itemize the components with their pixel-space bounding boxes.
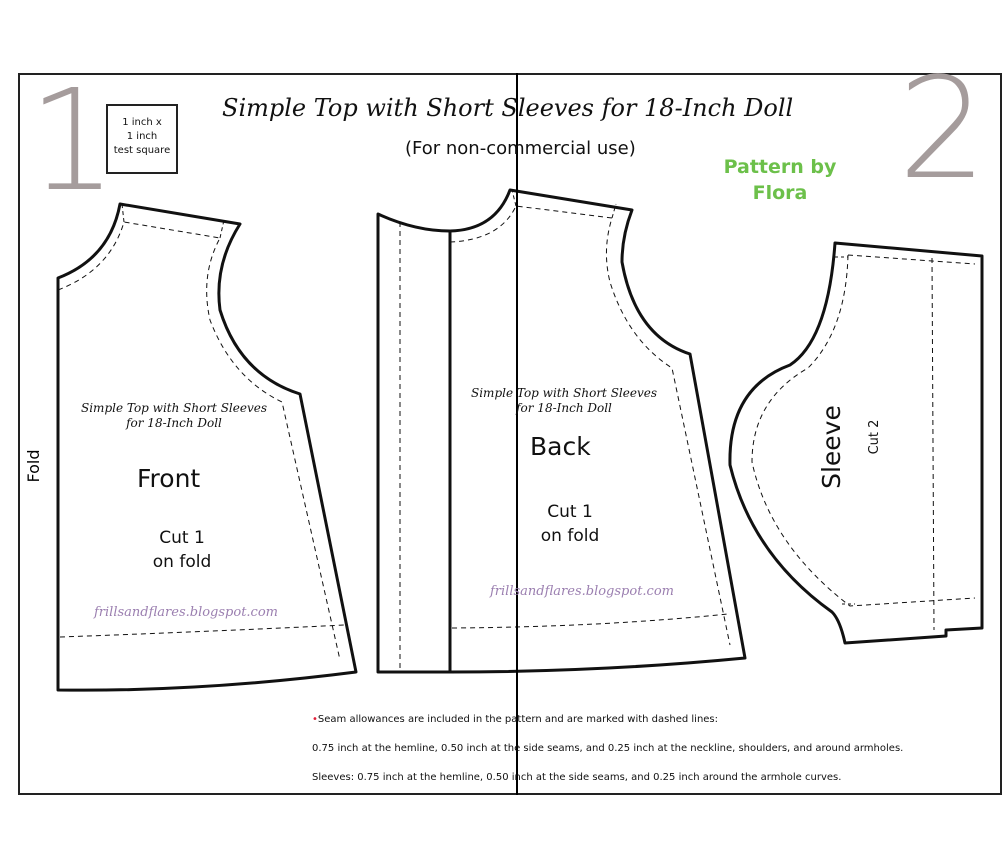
pattern-subtitle: (For non-commercial use) (405, 138, 636, 159)
test-square-line-2: 1 inch (126, 131, 158, 142)
notes-bullet: • (312, 714, 318, 725)
back-piece-name: Back (530, 432, 591, 461)
sleeve-seam-line (751, 254, 976, 607)
page-border (18, 73, 1002, 795)
front-cut-line-2: on fold (152, 552, 212, 572)
back-piece-outline (376, 188, 747, 674)
front-blog-watermark: frillsandflares.blogspot.com (94, 605, 278, 620)
notes-line-1-text: Seam allowances are included in the patt… (317, 714, 719, 725)
page-number-2: 2 (898, 48, 988, 211)
front-piece-outline (56, 202, 358, 692)
credit-line-1: Pattern by (723, 156, 837, 178)
notes-line-2: 0.75 inch at the hemline, 0.50 inch at t… (312, 743, 904, 754)
sleeve-cut-instructions: Cut 2 (867, 419, 882, 455)
test-square-line-3: test square (113, 145, 171, 156)
test-square: 1 inch x 1 inch test square (106, 104, 178, 174)
front-piece-name: Front (137, 464, 201, 493)
page-divider-line (516, 73, 518, 795)
front-piece-title: Simple Top with Short Sleeves for 18-Inc… (62, 401, 286, 431)
back-cut-line-2: on fold (540, 526, 600, 546)
fold-label: Fold (24, 449, 43, 483)
notes-line-1: •Seam allowances are included in the pat… (312, 714, 718, 725)
back-title-line-1: Simple Top with Short Sleeves (471, 386, 657, 400)
front-seam-line (57, 221, 341, 661)
front-title-line-2: for 18-Inch Doll (126, 416, 222, 430)
back-hem-line (451, 613, 729, 629)
front-hem-line (59, 624, 346, 638)
sleeve-piece-name: Sleeve (817, 405, 846, 489)
front-title-line-1: Simple Top with Short Sleeves (81, 401, 267, 415)
sleeve-piece-outline (728, 241, 984, 645)
back-blog-watermark: frillsandflares.blogspot.com (490, 584, 674, 599)
credit-line-2: Flora (752, 182, 808, 204)
front-cut-line-1: Cut 1 (159, 528, 205, 548)
front-cut-instructions: Cut 1 on fold (132, 526, 232, 574)
page-number-1: 1 (28, 60, 117, 223)
pattern-title: Simple Top with Short Sleeves for 18-Inc… (222, 94, 794, 122)
pattern-credit: Pattern by Flora (722, 154, 838, 206)
back-cut-instructions: Cut 1 on fold (520, 500, 620, 548)
notes-line-3: Sleeves: 0.75 inch at the hemline, 0.50 … (312, 772, 842, 783)
back-piece-title: Simple Top with Short Sleeves for 18-Inc… (452, 386, 676, 416)
back-cut-line-1: Cut 1 (547, 502, 593, 522)
test-square-line-1: 1 inch x (122, 117, 162, 128)
back-title-line-2: for 18-Inch Doll (516, 401, 612, 415)
back-seam-line (449, 205, 731, 646)
